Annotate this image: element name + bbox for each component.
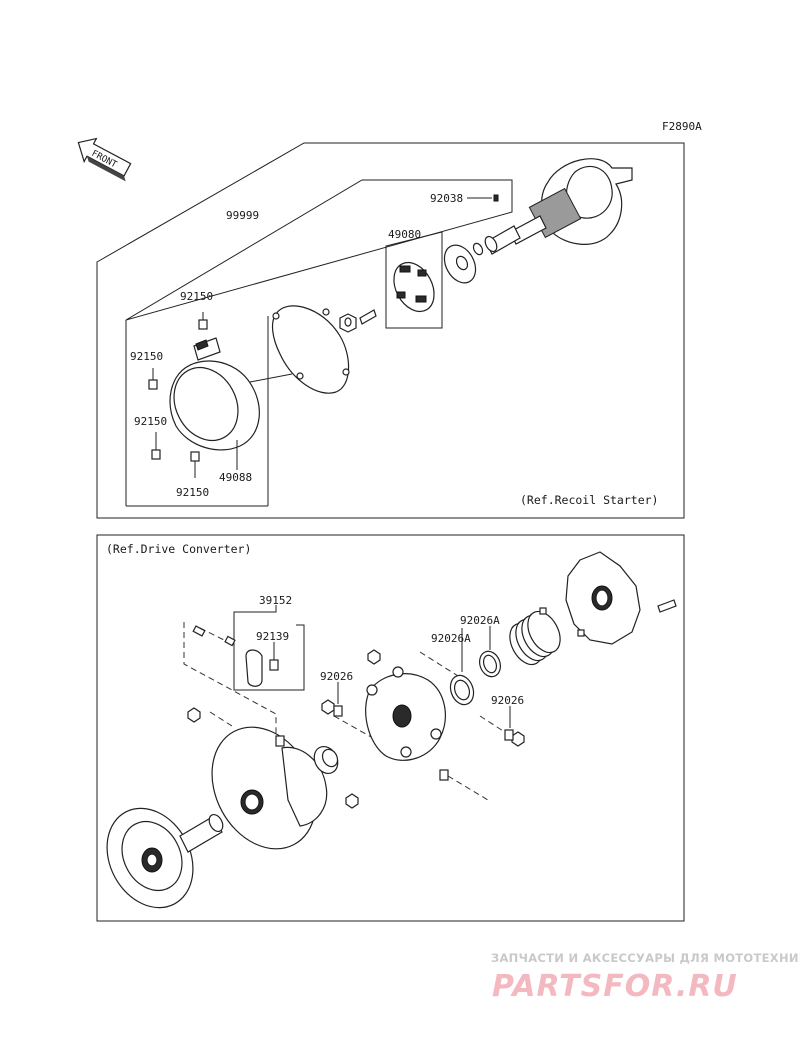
flange [443,244,477,284]
spider [365,666,446,761]
figure-code: F2890A [662,120,702,133]
drive-pulley [106,807,224,909]
watermark-brand: PARTSFOR.RU [492,969,738,1004]
kit-bracket-99999 [125,179,513,321]
label-49080: 49080 [388,228,421,241]
label-92038: 92038 [430,192,463,205]
label-92150-mid: 92150 [134,415,167,428]
key-92038 [493,194,499,202]
weight-arm-92139 [245,642,279,687]
pin [192,625,206,637]
crankshaft [472,158,633,256]
label-92150-top: 92150 [180,290,213,303]
recoil-pulley-49080 [393,261,435,313]
label-92026-left: 92026 [320,670,353,683]
label-92139: 92139 [256,630,289,643]
bolt-92150-mid [151,432,161,460]
cap-92026-left [333,705,343,717]
label-92150-bottom: 92150 [176,486,209,499]
movable-sheave [211,726,328,850]
spring [509,610,561,666]
label-39152: 39152 [259,594,292,607]
bolt-92150-bottom [190,451,200,478]
pulley-cover [565,551,677,645]
label-92150-left: 92150 [130,350,163,363]
bracket-49080 [385,231,443,329]
label-99999: 99999 [226,209,259,222]
label-92026A-mid: 92026A [431,632,471,645]
ref-drive-converter: (Ref.Drive Converter) [106,542,251,556]
recoil-starter-49088 [169,337,293,451]
front-arrow-icon: FRONT [77,137,132,182]
watermark-tagline: ЗАПЧАСТИ И АКСЕССУАРЫ ДЛЯ МОТОТЕХНИКИ [491,951,800,965]
label-92026A-top: 92026A [460,614,500,627]
lower-panel: (Ref.Drive Converter) [96,534,685,922]
upper-panel-frame [96,142,685,519]
nut [187,707,201,723]
label-92026-right: 92026 [491,694,524,707]
ref-recoil-starter: (Ref.Recoil Starter) [520,493,658,507]
bracket-39152 [233,605,305,691]
lower-panel-frame [96,534,685,922]
cover-gasket [271,305,350,394]
upper-panel: 99999 92038 49080 92150 92150 92150 4908… [96,142,685,519]
bolt-92150-top [198,312,208,330]
cap-92026-right [504,729,514,741]
bolt-92150-left [148,368,158,390]
nut-and-bolt [339,309,377,333]
label-49088: 49088 [219,471,252,484]
